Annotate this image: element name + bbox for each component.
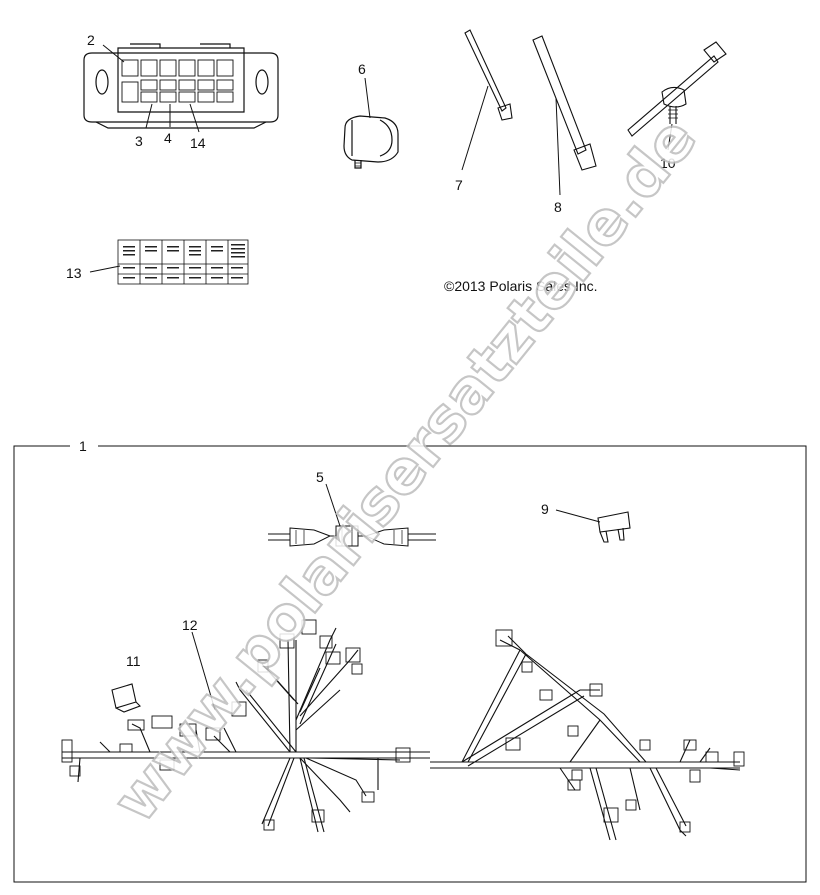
leader-8 bbox=[555, 97, 561, 196]
callout-13: 13 bbox=[66, 265, 82, 281]
leader-5 bbox=[325, 483, 341, 527]
relay-box-icon bbox=[83, 43, 279, 129]
connector-part-11-icon bbox=[111, 683, 141, 713]
callout-4: 4 bbox=[164, 130, 172, 146]
leader-2 bbox=[102, 44, 125, 63]
leader-14 bbox=[189, 103, 200, 133]
watermark-text: www.polarisersatzteile.de bbox=[100, 104, 711, 835]
cable-tie-long-icon bbox=[532, 35, 597, 171]
edge-clip-tie-icon bbox=[627, 41, 727, 137]
callout-6: 6 bbox=[358, 61, 366, 77]
callout-3: 3 bbox=[135, 133, 143, 149]
callout-1: 1 bbox=[79, 438, 87, 454]
leader-9 bbox=[555, 509, 601, 523]
leader-10 bbox=[667, 123, 673, 151]
leader-6 bbox=[364, 77, 371, 119]
relay-label-decal-icon bbox=[117, 239, 249, 285]
callout-9: 9 bbox=[541, 501, 549, 517]
callout-11: 11 bbox=[126, 653, 141, 669]
leader-7 bbox=[461, 85, 489, 171]
leader-3 bbox=[145, 103, 153, 129]
copyright-text: ©2013 Polaris Sales Inc. bbox=[444, 278, 598, 294]
callout-2: 2 bbox=[87, 32, 95, 48]
callout-12: 12 bbox=[182, 617, 198, 633]
assembly-frame bbox=[13, 445, 807, 883]
fuse-holder-icon bbox=[343, 115, 399, 169]
leader-12 bbox=[191, 631, 216, 711]
callout-5: 5 bbox=[316, 469, 324, 485]
callout-8: 8 bbox=[554, 199, 562, 215]
fuse-jumper-icon bbox=[268, 525, 436, 547]
callout-10: 10 bbox=[660, 155, 676, 171]
callout-7: 7 bbox=[455, 177, 463, 193]
callout-14: 14 bbox=[190, 135, 206, 151]
cable-tie-short-icon bbox=[464, 29, 513, 121]
connector-cap-icon bbox=[597, 511, 631, 543]
wire-harness-front-icon bbox=[61, 619, 430, 833]
wire-harness-rear-icon bbox=[430, 629, 745, 841]
leader-13 bbox=[89, 265, 121, 273]
